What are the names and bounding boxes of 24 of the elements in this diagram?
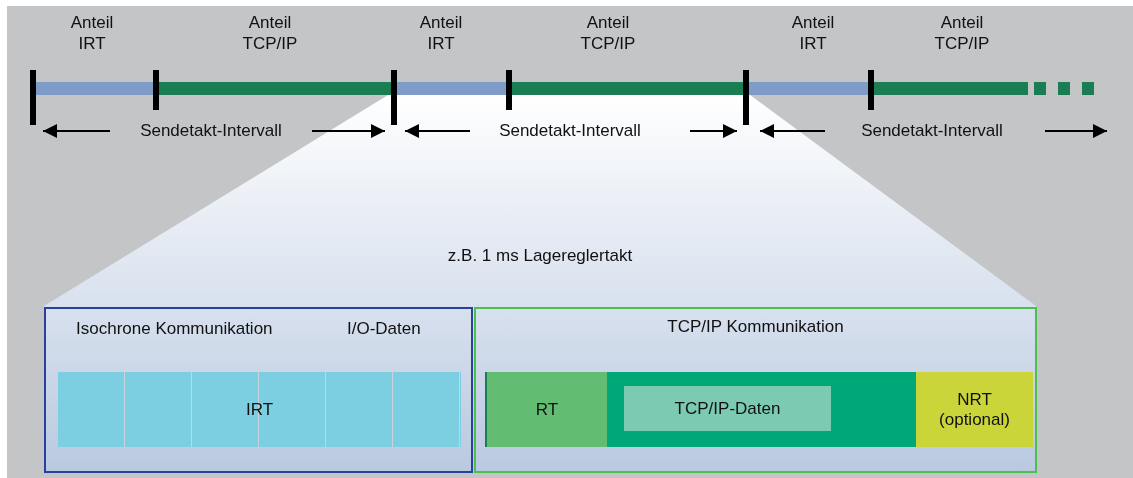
group-box	[44, 307, 473, 473]
interval-label: Sendetakt-Intervall	[498, 120, 642, 142]
interval-label: Sendetakt-Intervall	[139, 120, 283, 142]
group-title: TCP/IP Kommunikation	[666, 317, 845, 338]
data-block	[916, 372, 1033, 447]
block-label: NRT (optional)	[938, 389, 1011, 430]
segment-label: Anteil TCP/IP	[579, 12, 637, 55]
group-title: Isochrone Kommunikation	[76, 319, 273, 340]
data-block	[607, 372, 916, 447]
data-block	[624, 386, 831, 431]
block-label: TCP/IP-Daten	[673, 398, 782, 419]
interval-label: Sendetakt-Intervall	[860, 120, 1004, 142]
note-label: z.B. 1 ms Lagereglertakt	[446, 245, 634, 267]
segment-label: Anteil TCP/IP	[933, 12, 991, 55]
block-label: IRT	[244, 399, 275, 420]
group-title: I/O-Daten	[347, 319, 421, 340]
segment-label: Anteil IRT	[418, 12, 464, 55]
segment-label: Anteil TCP/IP	[241, 12, 299, 55]
segment-label: Anteil IRT	[790, 12, 836, 55]
block-label: RT	[534, 399, 560, 420]
data-block	[485, 372, 607, 447]
group-box	[474, 307, 1037, 473]
data-block	[58, 372, 461, 447]
segment-label: Anteil IRT	[69, 12, 115, 55]
